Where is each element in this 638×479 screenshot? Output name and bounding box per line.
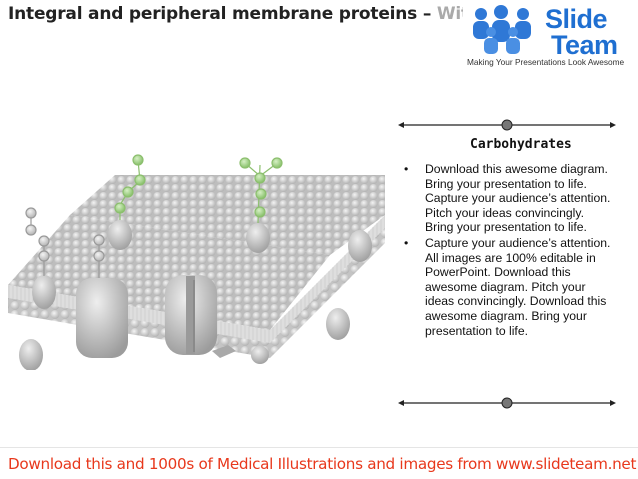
glycolipid-chains — [25, 207, 105, 278]
membrane-diagram — [8, 154, 385, 370]
integral-protein-channel — [76, 275, 217, 358]
bottom-divider — [398, 397, 616, 409]
footer-banner: Download this and 1000s of Medical Illus… — [0, 447, 638, 479]
bullet-item: Capture your audience’s attention. All i… — [400, 236, 612, 338]
bullet-list: Download this awesome diagram. Bring you… — [400, 162, 612, 339]
page-title: Integral and peripheral membrane protein… — [8, 4, 469, 24]
peripheral-proteins — [19, 220, 372, 370]
logo-text-team: Team — [551, 30, 618, 60]
footer-link-text[interactable]: Download this and 1000s of Medical Illus… — [8, 455, 637, 473]
bullet-item: Download this awesome diagram. Bring you… — [400, 162, 612, 235]
slideteam-logo: Slide Team Making Your Presentations Loo… — [463, 0, 638, 70]
logo-text-slide: Slide — [545, 4, 608, 34]
title-text: Integral and peripheral membrane protein… — [8, 4, 437, 24]
panel-title: Carbohydrates — [470, 137, 572, 152]
title-cut-text: Wit — [436, 4, 469, 24]
top-divider — [398, 119, 616, 131]
logo-tagline: Making Your Presentations Look Awesome — [467, 57, 625, 67]
people-icon — [473, 5, 531, 54]
carbohydrate-chains — [114, 154, 283, 224]
